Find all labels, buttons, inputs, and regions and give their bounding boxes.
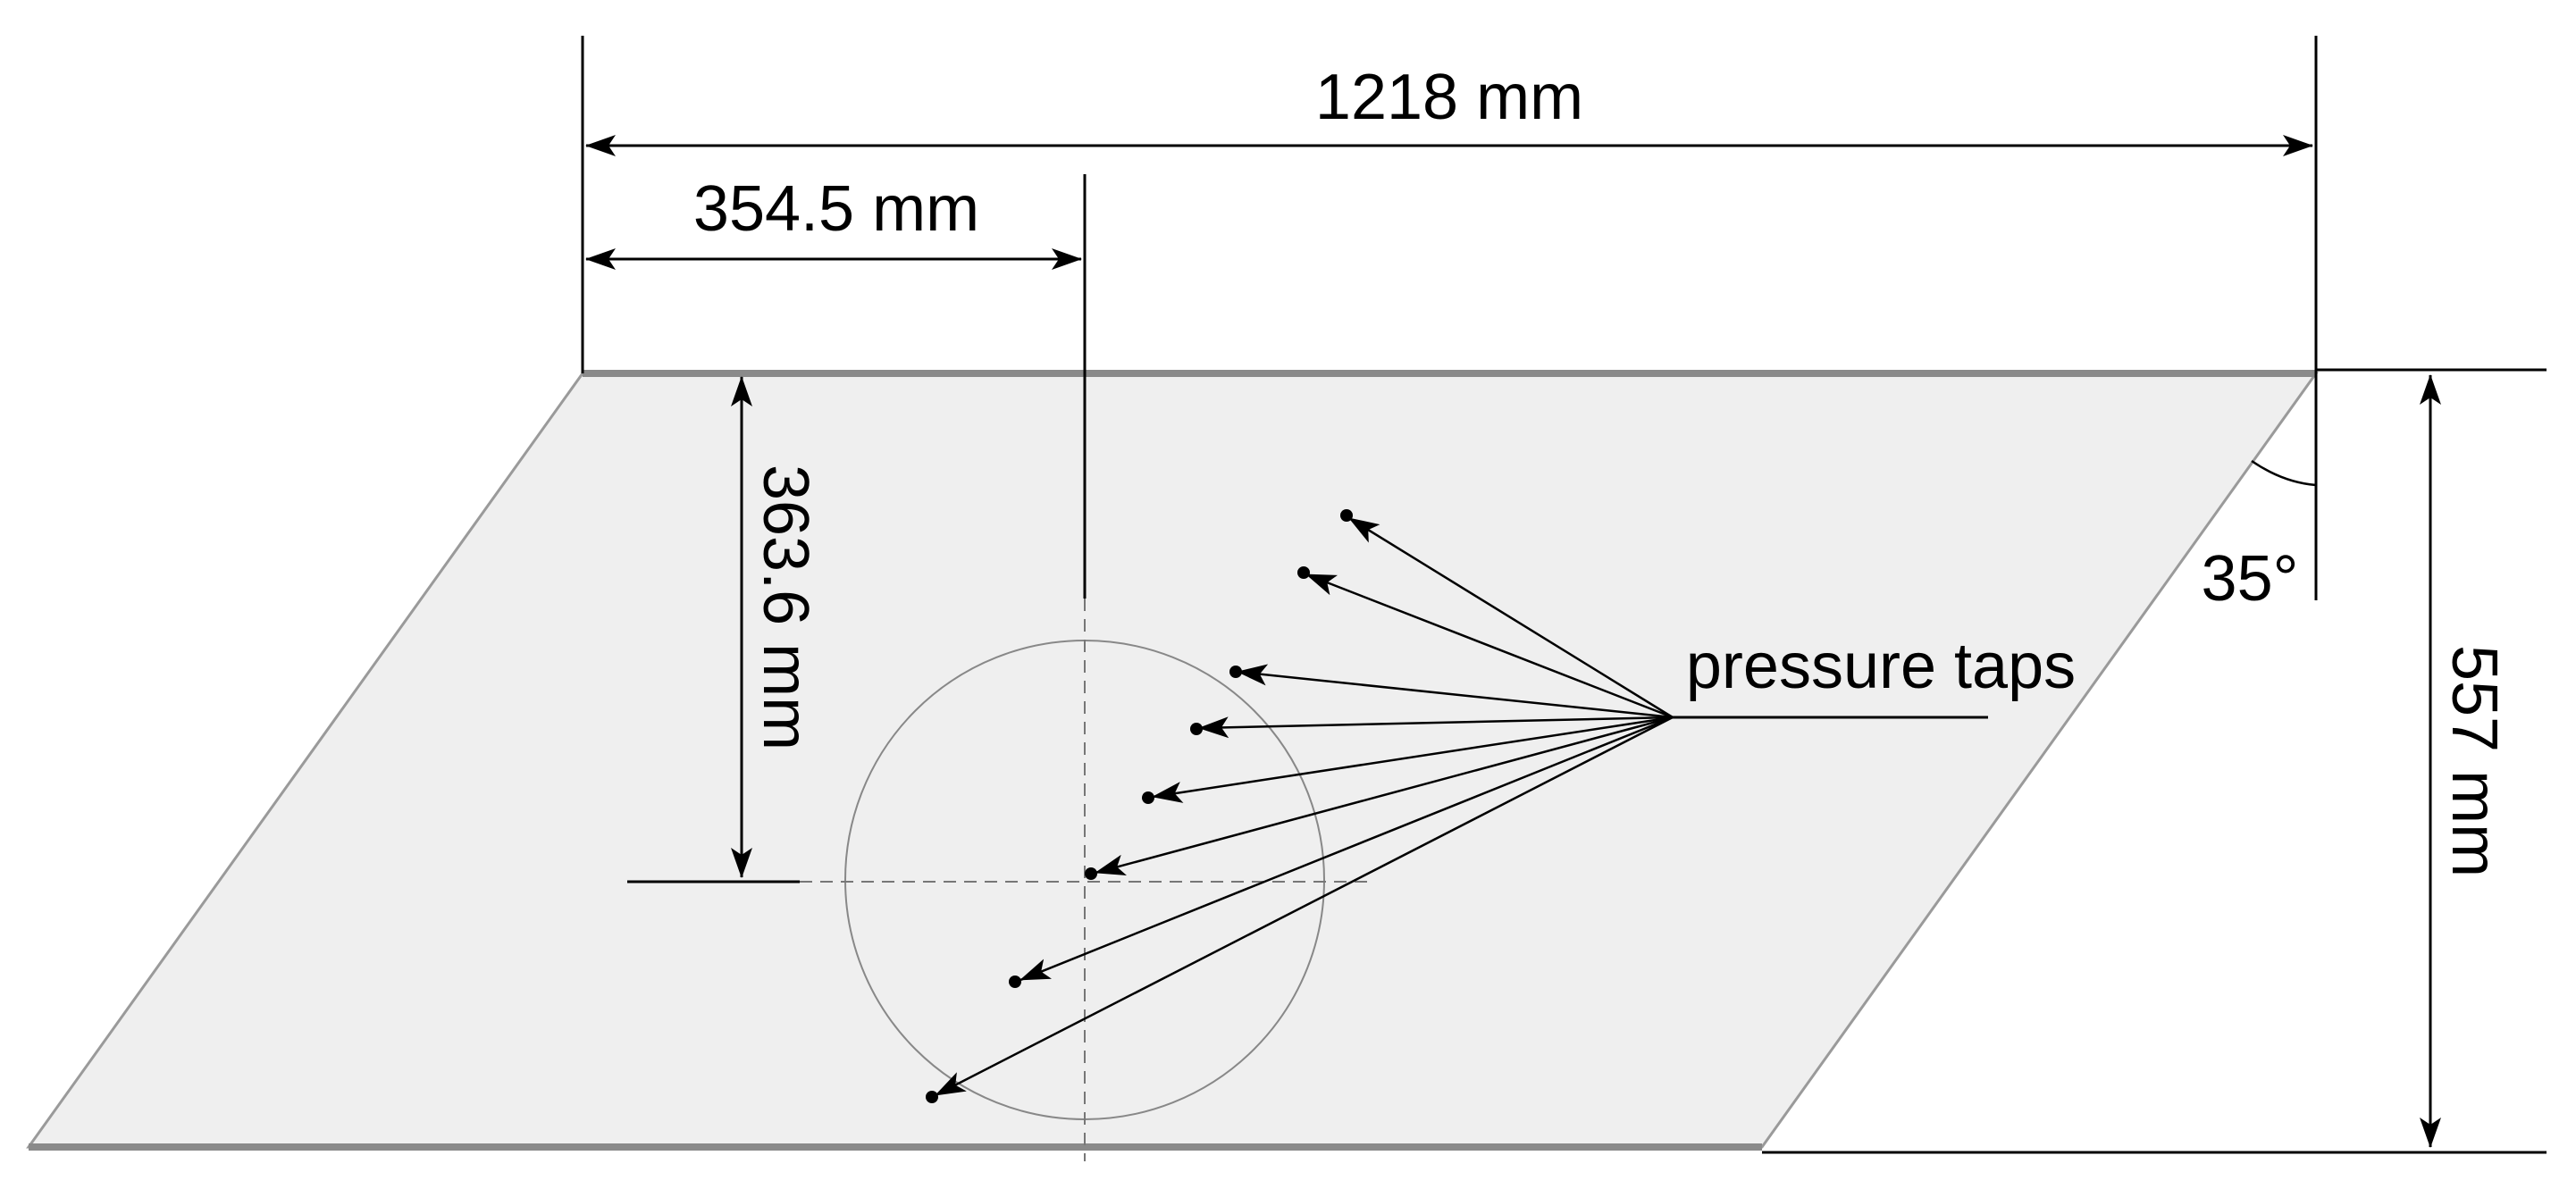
pressure-tap-3	[1229, 666, 1242, 678]
pressure-tap-points	[926, 509, 1353, 1103]
sweep-angle-arc	[2251, 459, 2317, 487]
tap-leader-3	[1237, 664, 1674, 719]
pressure-tap-1	[1340, 509, 1353, 522]
swept-plate	[26, 372, 2319, 1149]
pressure-tap-7	[1009, 975, 1021, 988]
chord-dimension-label: 557 mm	[2438, 645, 2510, 877]
span-dimension-label: 1218 mm	[1315, 62, 1583, 133]
tap-leader-5	[1152, 716, 1674, 803]
pressure-tap-4	[1190, 723, 1203, 735]
depth-dimension-label: 363.6 mm	[750, 465, 821, 750]
tap-leader-1	[1348, 516, 1674, 719]
pressure-tap-2	[1297, 566, 1310, 579]
pressure-taps-label: pressure taps	[1686, 631, 2076, 702]
tap-leader-8	[935, 716, 1674, 1097]
tap-leader-7	[1019, 716, 1674, 982]
tap-leader-2	[1305, 573, 1674, 719]
offset-dimension-label: 354.5 mm	[693, 173, 979, 245]
tap-leader-4	[1198, 716, 1674, 739]
pressure-tap-6	[1085, 867, 1097, 880]
pressure-tap-5	[1142, 791, 1154, 804]
sweep-angle-label: 35°	[2202, 543, 2299, 615]
tap-leader-6	[1095, 716, 1674, 876]
pressure-tap-leaders	[935, 516, 1988, 1097]
pressure-tap-8	[926, 1091, 938, 1103]
